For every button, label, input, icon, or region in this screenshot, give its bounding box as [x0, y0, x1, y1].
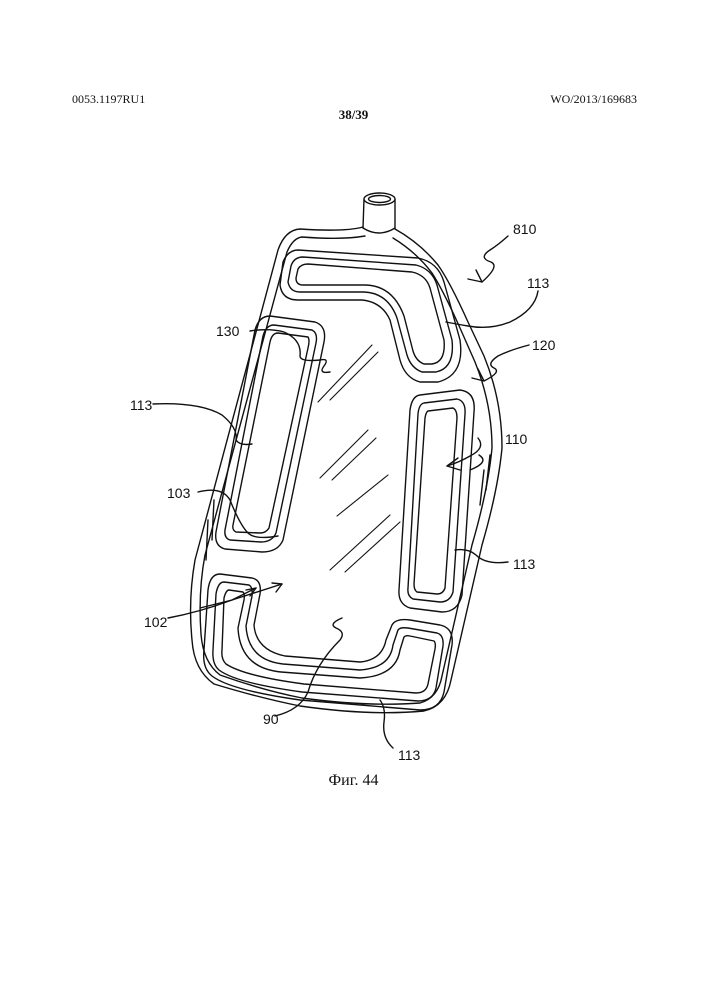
left-chamber [216, 316, 325, 552]
label-810: 810 [513, 221, 537, 237]
label-113-right: 113 [513, 556, 536, 572]
spout [363, 193, 395, 233]
figure-caption: Фиг. 44 [0, 772, 707, 790]
reference-labels: 810 113 120 130 113 110 103 113 102 90 1… [130, 221, 556, 763]
bottom-chamber [204, 574, 453, 710]
label-103: 103 [167, 485, 191, 501]
label-113-left: 113 [130, 397, 153, 413]
label-90: 90 [263, 711, 279, 727]
label-120: 120 [532, 337, 556, 353]
right-chamber [399, 390, 474, 612]
label-110: 110 [505, 431, 528, 447]
label-113-top: 113 [527, 275, 550, 291]
top-chamber [280, 250, 461, 382]
label-130: 130 [216, 323, 240, 339]
label-102: 102 [144, 614, 168, 630]
label-113-bottom: 113 [398, 747, 421, 763]
